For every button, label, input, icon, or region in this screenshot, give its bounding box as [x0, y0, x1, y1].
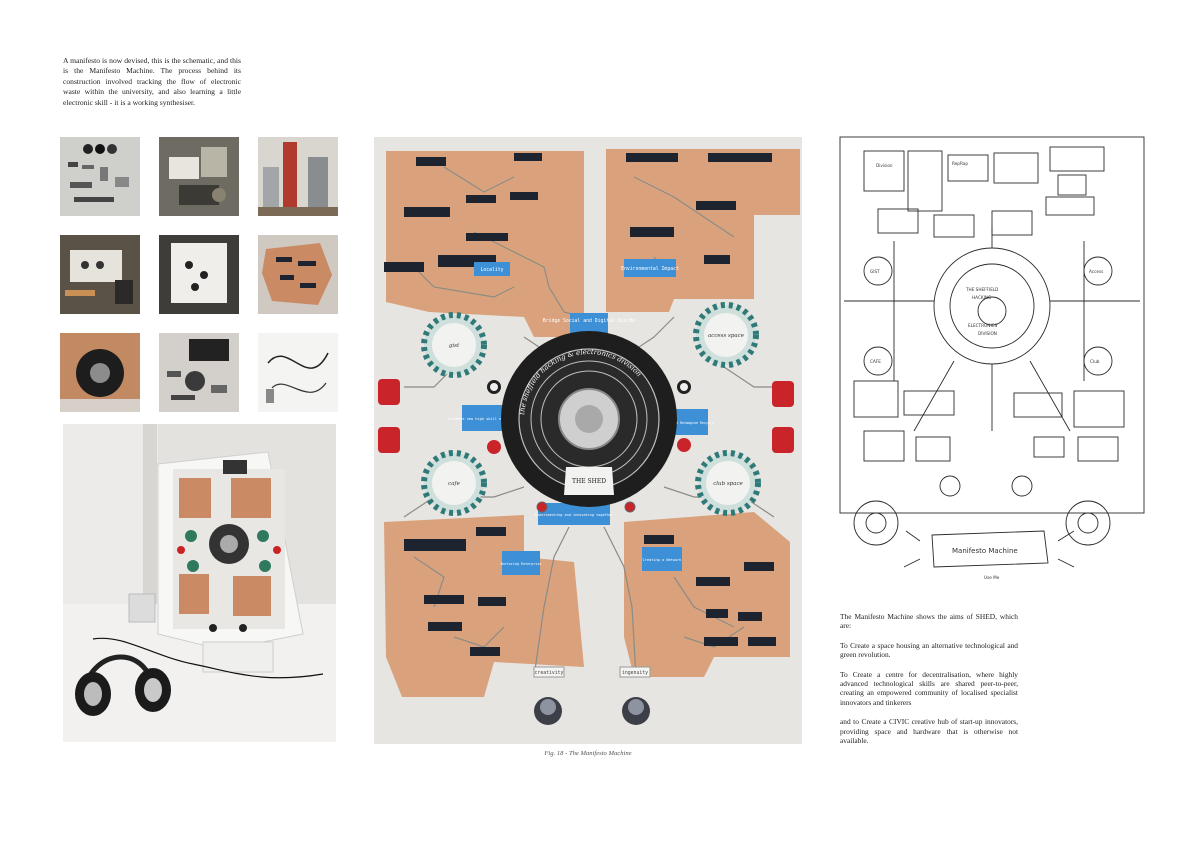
manifesto-machine-board: Bridge Social and Digital Divide Localit… — [374, 137, 802, 744]
dial-access-space-label: access space — [708, 333, 745, 339]
thumbnail-soldering — [60, 235, 140, 314]
dial-club-space[interactable]: club space — [695, 450, 761, 516]
figure-caption: Fig. 18 - The Manifesto Machine — [544, 750, 632, 757]
label-incubate-text: Incubate new high skill enterprises — [447, 417, 523, 421]
thumbnail-speaker — [60, 333, 140, 412]
label-environmental-text: Environmental Impact — [621, 266, 679, 272]
knob-ingenuity[interactable]: ingenuity — [619, 666, 651, 725]
knob-creativity-label: creativity — [535, 670, 564, 676]
thumbnail-recycling-room — [258, 137, 338, 216]
dial-cafe[interactable]: cafe — [421, 450, 487, 516]
center-badge-text: THE SHED — [572, 478, 606, 485]
thumbnail-cables — [258, 333, 338, 412]
process-thumbnails — [60, 137, 338, 413]
aims-intro: The Manifesto Machine shows the aims of … — [840, 612, 1018, 631]
capacitors — [378, 379, 794, 513]
label-nurturing-enterprise — [502, 551, 540, 575]
sketch-note-use-me: Use Me — [984, 575, 1000, 580]
label-experimenting-text: Experimenting and innovating together — [535, 513, 613, 517]
label-experimenting-innovating — [538, 503, 610, 525]
sketch-note-manifesto: Manifesto Machine — [952, 547, 1018, 555]
label-locality-text: Locality — [480, 267, 503, 273]
sketch-note-division-2: DIVISION — [978, 331, 997, 336]
thumbnail-parts-layout — [159, 333, 239, 412]
sketch-note-electronics: ELECTRONICS — [968, 323, 998, 328]
aim-item: and to Create a CIVIC creative hub of st… — [840, 717, 1018, 746]
intro-paragraph: A manifesto is now devised, this is the … — [63, 56, 241, 107]
label-creating-network — [642, 547, 682, 571]
sketch-note-access: Access — [1089, 269, 1103, 274]
label-incubate-enterprises — [462, 405, 508, 431]
dial-club-space-label: club space — [713, 481, 743, 487]
label-reuse-text: Reuse Reimagine Recycle — [668, 421, 714, 425]
shed-aims: The Manifesto Machine shows the aims of … — [840, 612, 1018, 755]
thumbnail-copper-chips — [258, 235, 338, 314]
thumbnail-panel-drilling — [159, 235, 239, 314]
sketch-note-hacking: HACKING — [972, 295, 991, 300]
aim-item: To Create a space housing an alternative… — [840, 640, 1018, 660]
aim-item: To Create a centre for decentralisation,… — [840, 669, 1018, 707]
sketch-note-division: Division — [876, 163, 893, 168]
knob-creativity[interactable]: creativity — [533, 666, 565, 725]
label-nurturing-text: Nurturing Enterprise — [501, 562, 542, 566]
dial-cafe-label: cafe — [448, 481, 460, 487]
label-locality — [474, 262, 510, 276]
thumbnail-workbench — [159, 137, 239, 216]
sketch-note-reprap: RepRap — [952, 161, 968, 166]
sketch-note-shed: THE SHEFFIELD — [965, 287, 998, 292]
label-network-text: Creating a Network — [643, 558, 683, 562]
label-reuse-reimagine-recycle — [674, 409, 708, 435]
center-speaker: the sheffield hacking & electronics divi… — [501, 331, 677, 507]
sketch-note-gist: GIST — [870, 269, 880, 274]
label-environmental-impact — [624, 259, 676, 277]
manifesto-machine-photo — [63, 424, 336, 742]
dial-gist[interactable]: gist — [421, 312, 487, 378]
label-bridge-text: Bridge Social and Digital Divide — [543, 318, 636, 324]
thumbnail-components — [60, 137, 140, 216]
dial-access-space[interactable]: access space — [693, 302, 759, 368]
sketch-note-cafe: CAFE — [870, 359, 881, 364]
sketch-note-club: Club — [1090, 359, 1100, 364]
schematic-sketch: Division RepRap THE SHEFFIELD HACKING EL… — [834, 131, 1150, 584]
dial-gist-label: gist — [449, 343, 460, 349]
knob-ingenuity-label: ingenuity — [622, 670, 648, 676]
